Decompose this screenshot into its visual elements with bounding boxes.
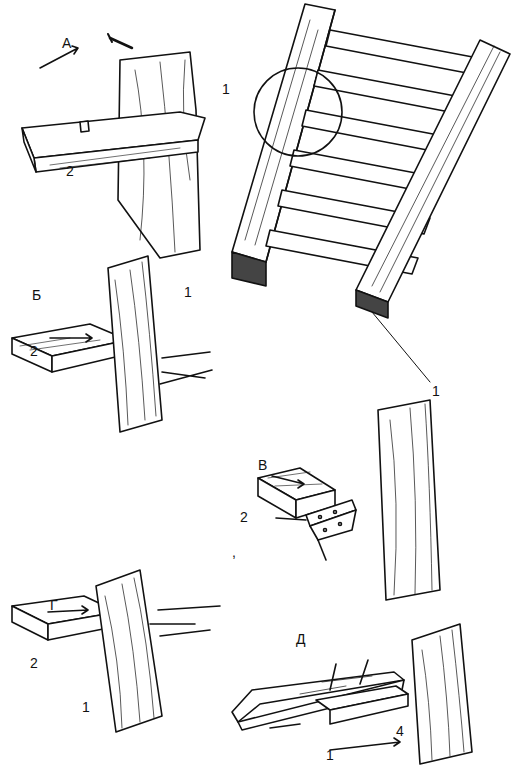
callout-number: 2 bbox=[30, 656, 38, 670]
stair-figure bbox=[232, 4, 510, 382]
detail-letter: Б bbox=[32, 288, 41, 302]
callout-mark: , bbox=[232, 545, 236, 559]
detail-b bbox=[12, 256, 212, 432]
detail-g bbox=[12, 570, 220, 732]
detail-a bbox=[22, 34, 205, 258]
detail-letter: Д bbox=[296, 632, 305, 646]
detail-letter: Г bbox=[50, 598, 58, 612]
detail-v bbox=[258, 400, 440, 600]
detail-letter: А bbox=[62, 36, 71, 50]
detail-letter: В bbox=[258, 458, 267, 472]
callout-number: 4 bbox=[396, 724, 404, 738]
callout-number: 1 bbox=[432, 384, 440, 398]
callout-number: 1 bbox=[326, 748, 334, 762]
callout-number: 2 bbox=[30, 344, 38, 358]
callout-number: 2 bbox=[240, 510, 248, 524]
callout-number: 1 bbox=[82, 700, 90, 714]
callout-number: 2 bbox=[66, 164, 74, 178]
callout-number: 1 bbox=[222, 82, 230, 96]
detail-d bbox=[232, 624, 472, 764]
callout-number: 1 bbox=[184, 285, 192, 299]
